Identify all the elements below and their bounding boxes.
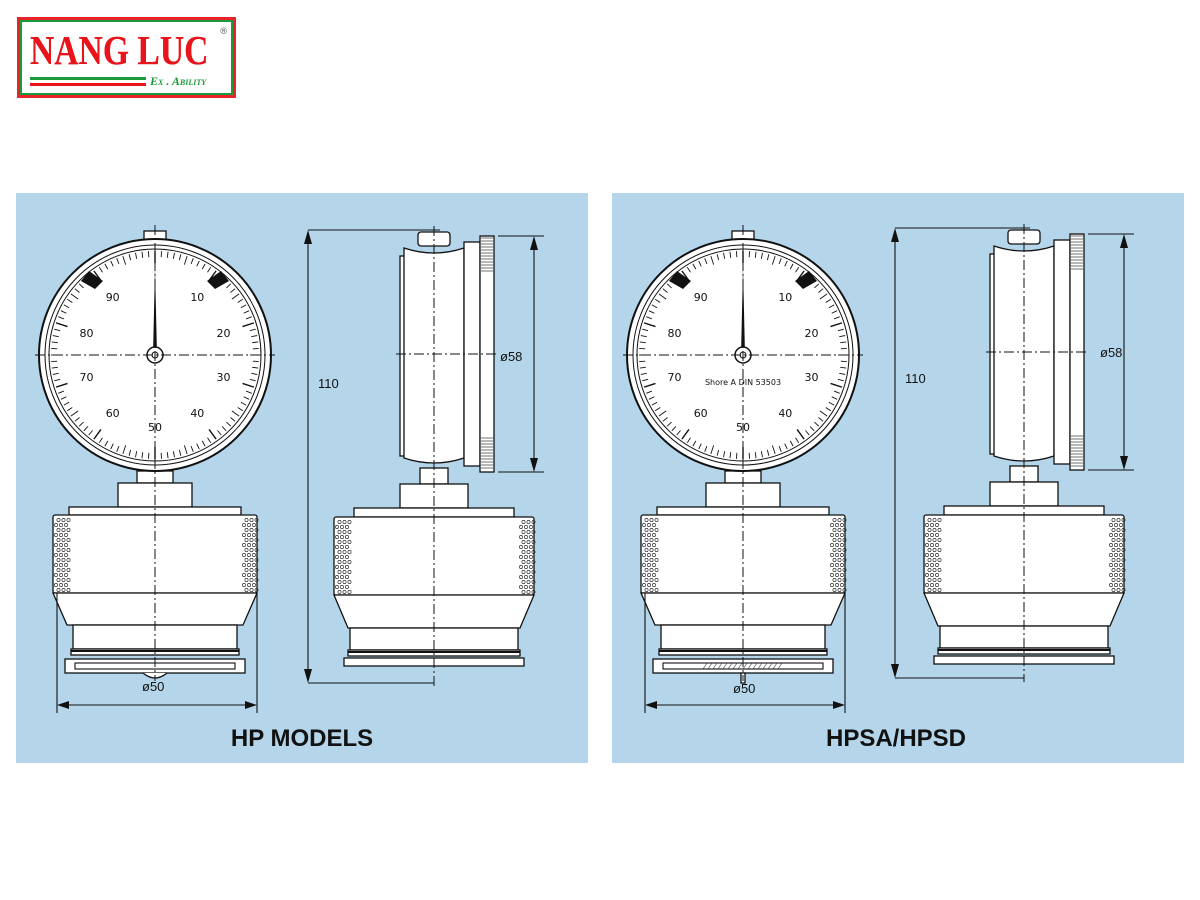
dial-number: 60 [106,407,120,420]
dial-diameter-label: ø58 [1100,345,1122,360]
side-view [304,226,544,687]
knurl-pattern [1109,518,1126,592]
dial-number: 10 [190,291,204,304]
stop-block [81,271,103,289]
base-diameter-label: ø50 [733,681,755,696]
stop-block [669,271,691,289]
stop-block [795,271,817,289]
dial-number: 90 [694,291,708,304]
company-logo: NANG LUC ® Ex . Ability [17,17,236,98]
dial-number: 70 [668,371,682,384]
dial-number: 40 [778,407,792,420]
knurl-pattern [335,520,352,594]
panel-caption: HP MODELS [230,725,374,752]
dial-number: 10 [778,291,792,304]
knurl-pattern [830,518,847,592]
dial-number: 80 [668,327,682,340]
logo-green-stripe [30,77,146,80]
dial-number: 70 [80,371,94,384]
logo-tagline: Ex . Ability [150,74,207,88]
knurl-pattern [54,518,71,592]
logo-brand-text: NANG LUC [30,27,209,73]
dial-number: 30 [804,371,818,384]
knurl-pattern [519,520,536,594]
logo-frame: NANG LUC ® Ex . Ability [20,20,233,95]
base-diameter-label: ø50 [142,679,164,694]
dial-number: 90 [106,291,120,304]
dial-number: 30 [216,371,230,384]
stop-block [207,271,229,289]
knurl-pattern [925,518,942,592]
dial-number: 20 [804,327,818,340]
dial-number: 60 [694,407,708,420]
side-view [891,224,1134,682]
dial-number: 40 [190,407,204,420]
knurl-pattern [642,518,659,592]
dial-number: 80 [80,327,94,340]
height-dimension-label: 110 [905,371,926,386]
panel-caption: HPSA/HPSD [825,725,967,752]
dial-diameter-label: ø58 [500,349,522,364]
height-dimension-label: 110 [318,376,339,391]
dial-number: 20 [216,327,230,340]
registered-mark: ® [220,26,227,36]
logo-red-stripe [30,83,146,86]
knurl-pattern [242,518,259,592]
